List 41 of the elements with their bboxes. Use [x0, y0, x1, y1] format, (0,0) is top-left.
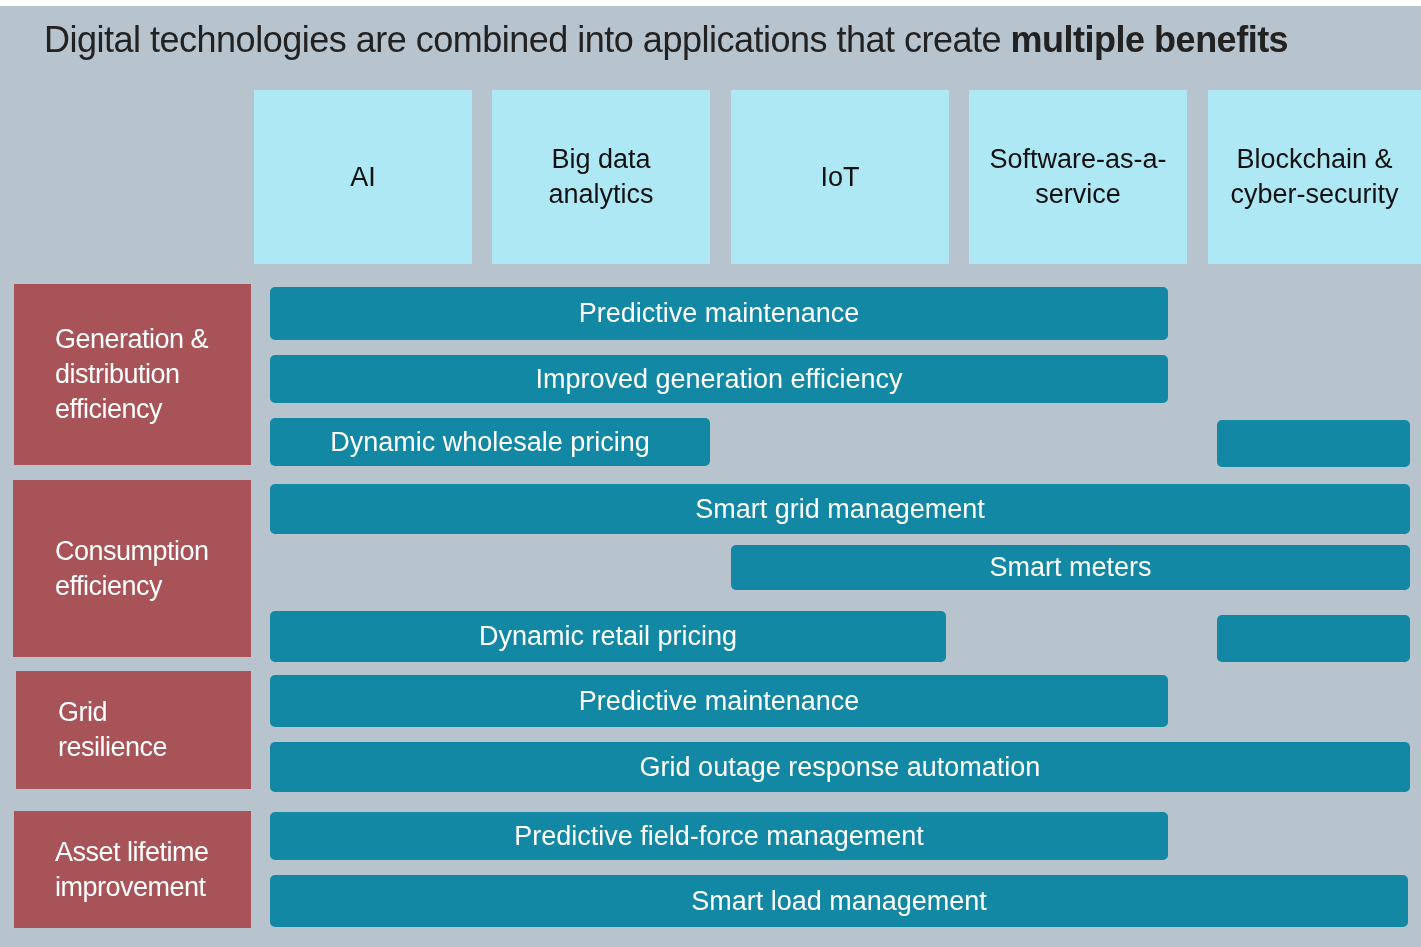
benefit-panel	[14, 811, 251, 928]
technology-header	[492, 90, 710, 264]
empty-bar	[1217, 420, 1410, 467]
title: Digital technologies are combined into applications that create multiple benefits	[44, 18, 1289, 62]
application-bar	[270, 287, 1168, 340]
technology-header	[254, 90, 472, 264]
header-text: Big data analytics	[547, 143, 655, 211]
application-text: Smart grid management	[695, 492, 985, 526]
application-bar	[270, 742, 1410, 792]
application-bar	[731, 545, 1410, 590]
header-text: Software-as-a-service	[988, 143, 1168, 211]
technology-header	[1208, 90, 1421, 264]
application-bar	[270, 484, 1410, 534]
application-text: Smart load management	[691, 884, 987, 918]
application-bar	[270, 675, 1168, 727]
application-text: Predictive maintenance	[578, 297, 860, 331]
application-bar	[270, 355, 1168, 403]
application-bar	[270, 418, 710, 466]
application-bar	[270, 875, 1408, 927]
benefit-text: Grid resilience	[58, 696, 169, 764]
technology-header	[731, 90, 949, 264]
benefit-panel	[16, 671, 251, 789]
technology-header	[969, 90, 1187, 264]
header-text: IoT	[820, 160, 860, 194]
application-text: Grid outage response automation	[639, 750, 1041, 784]
empty-bar	[1217, 615, 1410, 662]
header-text: AI	[350, 160, 376, 194]
benefit-text: Asset lifetime improvement	[55, 835, 210, 904]
application-text: Dynamic retail pricing	[478, 620, 738, 654]
benefit-panel	[13, 480, 251, 657]
benefit-text: Consumption efficiency	[55, 534, 210, 603]
application-text: Smart meters	[989, 551, 1152, 585]
application-text: Predictive field-force management	[514, 819, 924, 853]
benefit-text: Generation & distribution efficiency	[55, 323, 210, 426]
application-text: Improved generation efficiency	[535, 362, 903, 396]
header-text: Blockchain & cyber-security	[1229, 143, 1400, 211]
application-text: Predictive maintenance	[578, 684, 860, 718]
application-bar	[270, 611, 946, 662]
application-bar	[270, 812, 1168, 860]
benefit-panel	[14, 284, 251, 465]
application-text: Dynamic wholesale pricing	[330, 425, 650, 459]
